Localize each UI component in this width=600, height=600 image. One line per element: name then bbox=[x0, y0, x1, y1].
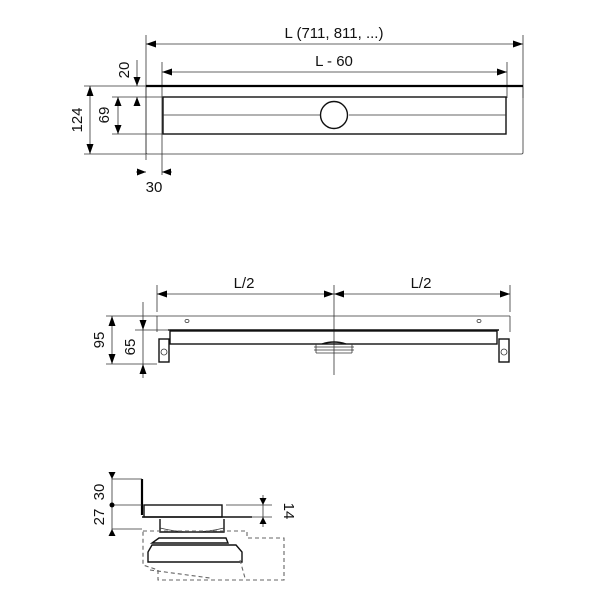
dim-lower-height: 27 bbox=[91, 509, 108, 526]
drain-outlet bbox=[319, 100, 349, 130]
top-view: L (711, 811, ...) L - 60 124 69 20 bbox=[69, 25, 524, 196]
side-view: L/2 L/2 95 65 bbox=[91, 275, 511, 378]
left-foot bbox=[158, 338, 170, 363]
right-foot bbox=[498, 338, 510, 363]
dim-overall-length: L (711, 811, ...) bbox=[285, 25, 384, 42]
dim-overall-width: 124 bbox=[69, 107, 86, 132]
section-view: 30 27 14 bbox=[91, 472, 297, 581]
dim-total-height: 95 bbox=[91, 332, 108, 349]
dim-right-half: L/2 bbox=[411, 275, 432, 292]
dim-inner-length: L - 60 bbox=[315, 53, 353, 70]
dim-upper-height: 30 bbox=[91, 484, 108, 501]
dim-channel-width: 69 bbox=[96, 107, 113, 124]
dim-side-offset: 30 bbox=[146, 179, 163, 196]
dim-channel-height: 65 bbox=[122, 339, 139, 356]
dim-left-half: L/2 bbox=[234, 275, 255, 292]
dim-flange: 14 bbox=[280, 503, 297, 520]
dim-top-offset: 20 bbox=[116, 62, 133, 79]
